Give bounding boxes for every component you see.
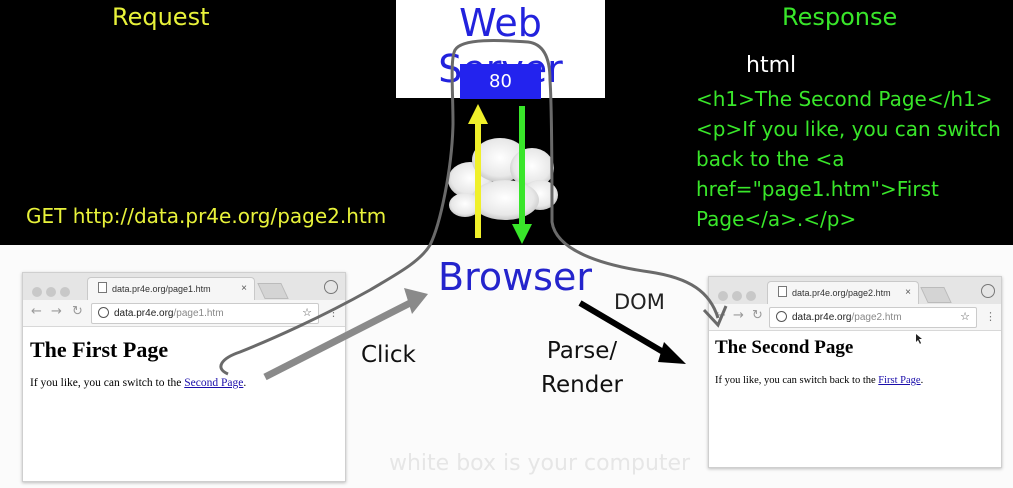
page-paragraph: If you like, you can switch back to the … [715, 375, 924, 386]
back-icon[interactable]: ← [31, 304, 42, 319]
address-bar[interactable]: data.pr4e.org/page1.htm ☆ [91, 303, 319, 324]
page-content: The Second Page If you like, you can swi… [709, 331, 1001, 467]
hand-drawn-arrowhead [702, 305, 728, 328]
first-page-link[interactable]: First Page [878, 375, 921, 386]
document-icon [778, 286, 787, 297]
hand-drawn-path-outline [450, 39, 720, 319]
caption-text: white box is your computer [389, 451, 691, 476]
browser-toolbar: ← → ↻ data.pr4e.org/page2.htm ☆ ⋮ [709, 304, 1001, 331]
request-arrowhead [468, 104, 488, 124]
window-controls[interactable] [718, 286, 760, 305]
browser-window-page2: data.pr4e.org/page2.htm × ← → ↻ data.pr4… [708, 276, 1002, 468]
tab-bar: data.pr4e.org/page2.htm × [709, 277, 1001, 305]
browser-label: Browser [438, 255, 592, 299]
click-arrow [263, 296, 418, 381]
bookmark-star-icon[interactable]: ☆ [960, 311, 970, 323]
close-tab-icon[interactable]: × [241, 283, 247, 294]
forward-icon[interactable]: → [51, 304, 62, 319]
page-paragraph: If you like, you can switch to the Secon… [30, 377, 247, 389]
reload-icon[interactable]: ↻ [72, 304, 83, 319]
browser-toolbar: ← → ↻ data.pr4e.org/page1.htm ☆ ⋮ [23, 300, 345, 327]
tab-bar: data.pr4e.org/page1.htm × [23, 273, 345, 301]
parse-render-arrowhead [658, 342, 686, 364]
profile-icon[interactable] [324, 280, 338, 294]
url-path: /page2.htm [851, 312, 902, 323]
bookmark-star-icon[interactable]: ☆ [302, 307, 312, 319]
request-label: Request [112, 3, 210, 31]
port-box: 80 [460, 64, 541, 99]
menu-icon[interactable]: ⋮ [328, 306, 339, 319]
hand-drawn-path-left [219, 123, 455, 376]
close-tab-icon[interactable]: × [905, 287, 911, 298]
profile-icon[interactable] [981, 284, 995, 298]
response-arrowhead [512, 224, 532, 244]
tab-title: data.pr4e.org/page2.htm [792, 288, 891, 298]
page-content: The First Page If you like, you can swit… [23, 327, 345, 481]
url-domain: data.pr4e.org [792, 312, 852, 323]
mouse-cursor-icon [916, 334, 922, 344]
second-page-link[interactable]: Second Page [184, 377, 244, 389]
info-icon[interactable] [776, 311, 787, 322]
browser-tab[interactable]: data.pr4e.org/page2.htm × [767, 281, 919, 305]
browser-tab[interactable]: data.pr4e.org/page1.htm × [87, 277, 255, 301]
url-domain: data.pr4e.org [114, 308, 174, 319]
click-arrowhead [404, 288, 428, 314]
url-path: /page1.htm [173, 308, 224, 319]
window-controls[interactable] [32, 282, 74, 301]
address-bar[interactable]: data.pr4e.org/page2.htm ☆ [769, 307, 977, 328]
forward-icon[interactable]: → [733, 308, 744, 323]
click-label: Click [361, 342, 416, 368]
dom-label: DOM [614, 290, 665, 314]
get-request-text: GET http://data.pr4e.org/page2.htm [26, 204, 387, 228]
response-html-code: <h1>The Second Page</h1><p>If you like, … [696, 87, 1001, 231]
parse-render-arrow [578, 300, 672, 359]
info-icon[interactable] [98, 307, 109, 318]
browser-window-page1: data.pr4e.org/page1.htm × ← → ↻ data.pr4… [22, 272, 346, 482]
web-server-title: Web Server [438, 1, 563, 91]
html-label: html [746, 53, 797, 78]
cloud-icon [448, 138, 558, 220]
tab-title: data.pr4e.org/page1.htm [112, 284, 211, 294]
reload-icon[interactable]: ↻ [752, 308, 763, 323]
document-icon [98, 282, 107, 293]
page-heading: The First Page [30, 337, 169, 362]
parse-render-label: Parse/ Render [541, 338, 623, 398]
page-heading: The Second Page [715, 337, 854, 358]
menu-icon[interactable]: ⋮ [985, 310, 996, 323]
response-label: Response [782, 3, 898, 31]
